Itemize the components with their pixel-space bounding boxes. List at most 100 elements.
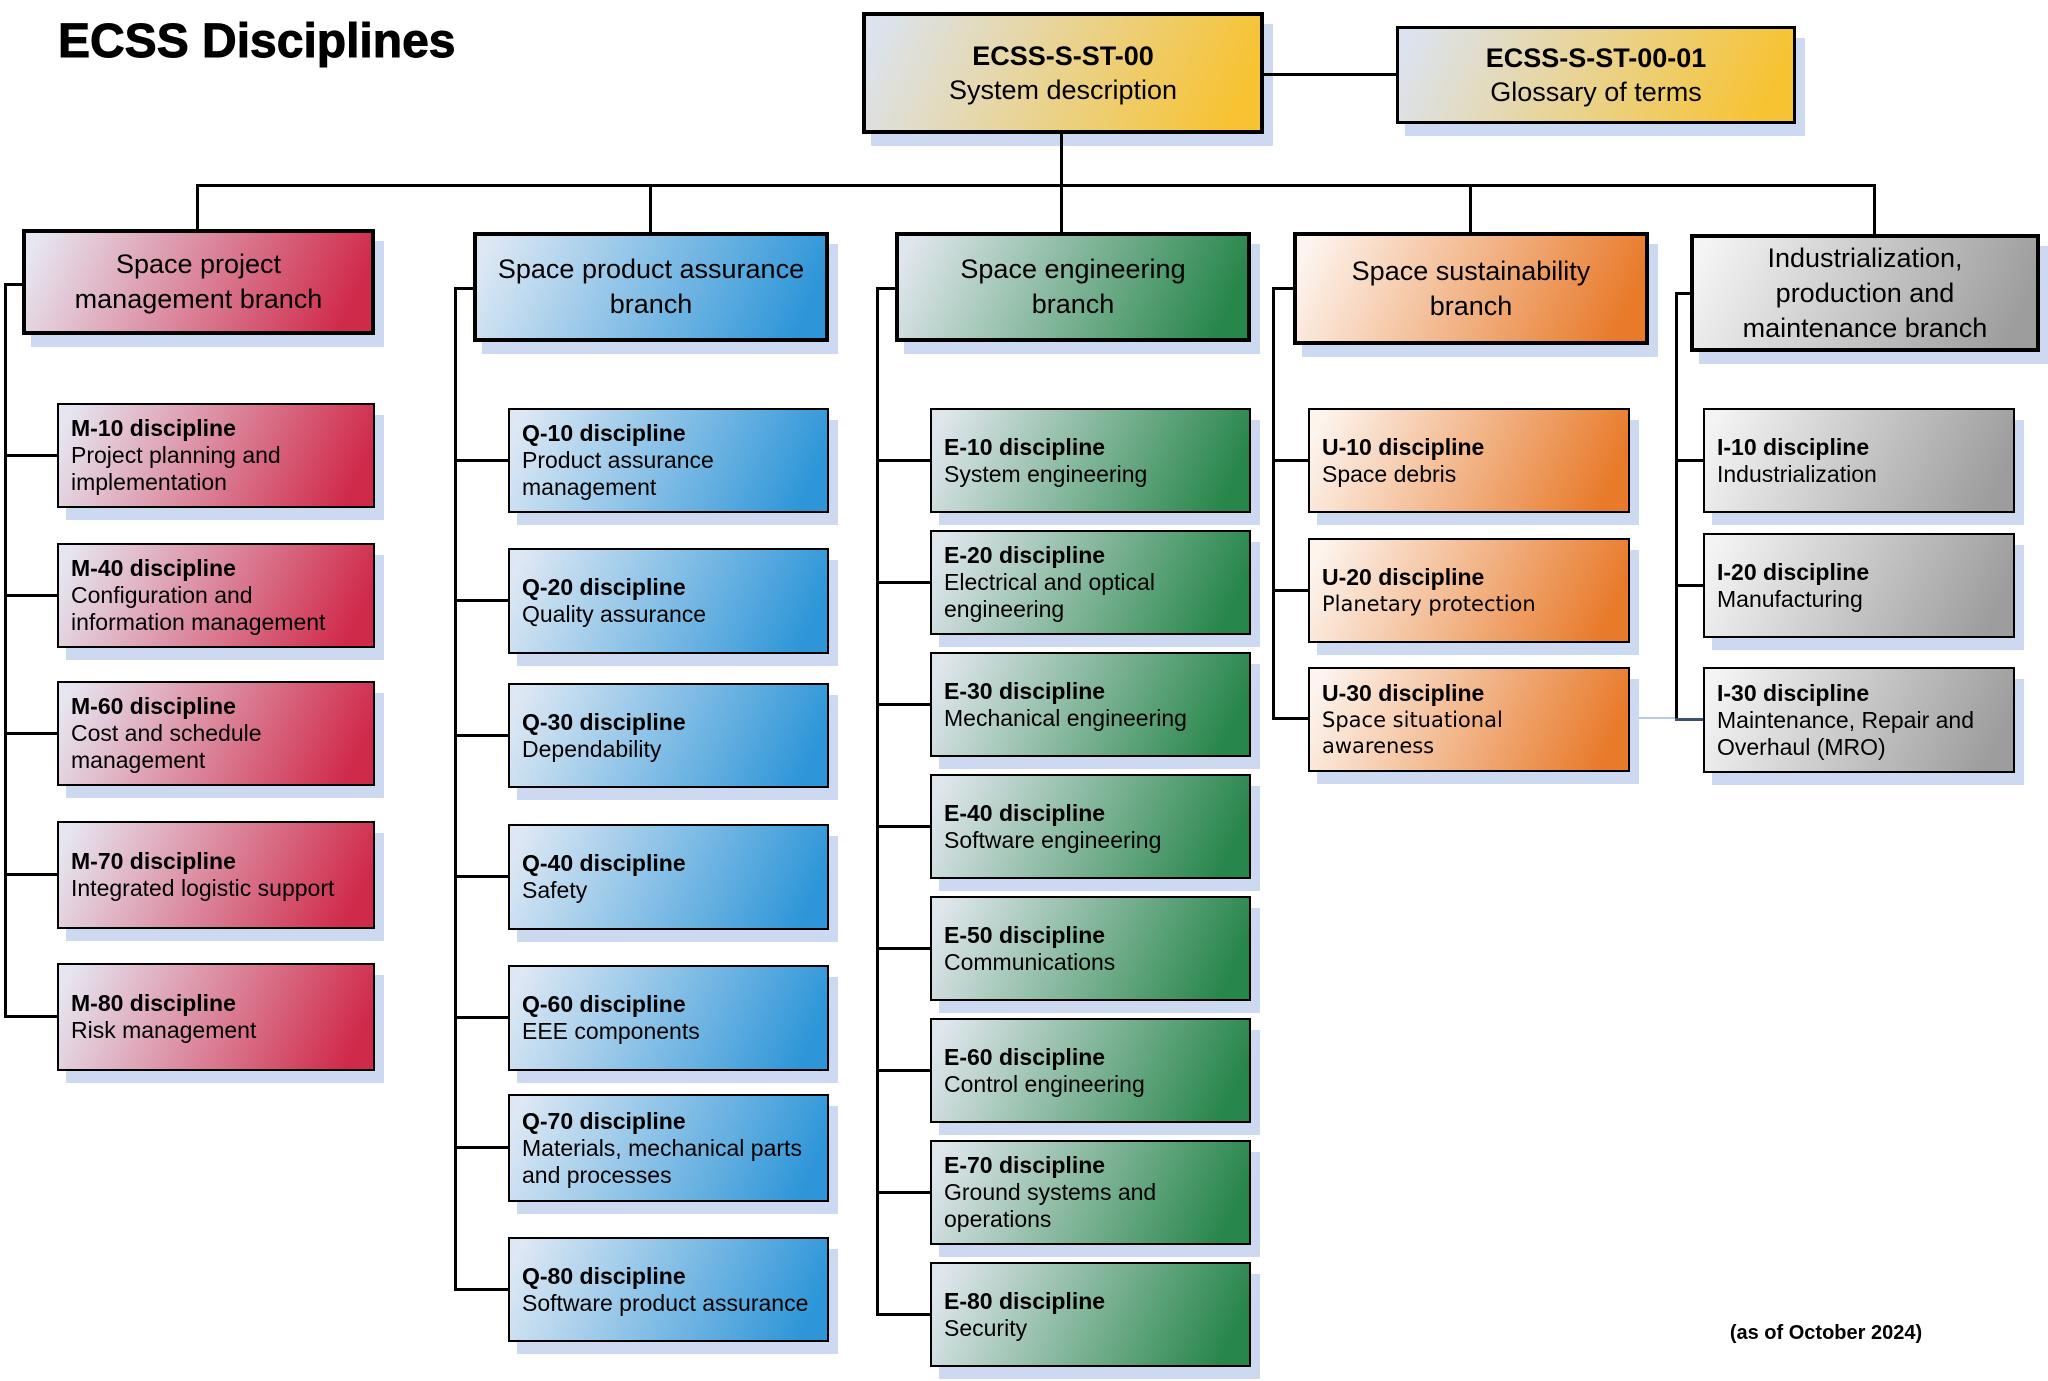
branch-header-space-product-assurance: Space product assurance branch	[473, 232, 829, 342]
connector-spine-red	[4, 283, 7, 1017]
connector-stub	[876, 703, 930, 706]
discipline-code: M-70 discipline	[71, 848, 236, 874]
discipline-i-20: I-20 discipline Manufacturing	[1703, 533, 2015, 638]
discipline-u-20: U-20 discipline Planetary protection	[1308, 538, 1630, 643]
discipline-i-30: I-30 discipline Maintenance, Repair and …	[1703, 667, 2015, 773]
discipline-code: M-80 discipline	[71, 990, 236, 1016]
connector-distribution	[196, 184, 1876, 187]
discipline-q-30: Q-30 discipline Dependability	[508, 683, 829, 788]
discipline-label: Industrialization	[1717, 460, 1877, 487]
discipline-label: Materials, mechanical parts and processe…	[522, 1134, 802, 1188]
discipline-e-30: E-30 discipline Mechanical engineering	[930, 652, 1251, 757]
discipline-code: U-30 discipline	[1322, 680, 1485, 706]
connector-stub	[876, 1069, 930, 1072]
discipline-e-50: E-50 discipline Communications	[930, 896, 1251, 1001]
connector-stub	[876, 1313, 930, 1316]
discipline-label: Security	[944, 1314, 1028, 1341]
connector-stub	[454, 287, 473, 290]
discipline-label: Manufacturing	[1717, 585, 1863, 612]
discipline-code: U-20 discipline	[1322, 564, 1485, 590]
branch-header-industrialization: Industrialization, production and mainte…	[1690, 234, 2040, 352]
discipline-label: Planetary protection	[1322, 592, 1536, 616]
discipline-label: Software engineering	[944, 826, 1162, 853]
connector-stub	[454, 734, 508, 737]
discipline-e-60: E-60 discipline Control engineering	[930, 1018, 1251, 1123]
discipline-q-80: Q-80 discipline Software product assuran…	[508, 1237, 829, 1342]
discipline-q-70: Q-70 discipline Materials, mechanical pa…	[508, 1094, 829, 1202]
discipline-label: Product assurance management	[522, 447, 714, 500]
discipline-code: Q-30 discipline	[522, 708, 686, 735]
discipline-label: Ground systems and operations	[944, 1179, 1157, 1232]
page-title: ECSS Disciplines	[57, 15, 456, 69]
discipline-i-10: I-10 discipline Industrialization	[1703, 408, 2015, 513]
connector-stub	[876, 825, 930, 828]
connector-drop-gray	[1873, 184, 1876, 235]
discipline-code: M-10 discipline	[71, 415, 236, 441]
discipline-code: Q-10 discipline	[522, 420, 686, 446]
discipline-label: Communications	[944, 948, 1116, 975]
connector-stub	[4, 454, 57, 457]
connector-stub	[4, 1015, 57, 1018]
discipline-code: E-10 discipline	[944, 433, 1106, 460]
discipline-code: Q-40 discipline	[522, 850, 686, 876]
connector-drop-blue	[649, 184, 652, 234]
branch-header-label: Space engineering branch	[960, 254, 1186, 319]
discipline-code: M-40 discipline	[71, 555, 236, 581]
discipline-label: Cost and schedule management	[71, 720, 262, 773]
discipline-label: Quality assurance	[522, 601, 707, 627]
glossary-box-code: ECSS-S-ST-00-01	[1485, 43, 1707, 73]
connector-stub	[4, 873, 57, 876]
footnote-date: (as of October 2024)	[1729, 1322, 1923, 1344]
discipline-label: Configuration and information management	[71, 582, 326, 635]
discipline-label: Integrated logistic support	[71, 875, 335, 901]
connector-artifact-line	[1630, 717, 1678, 719]
connector-root-glossary	[1264, 73, 1396, 76]
branch-header-label: Space product assurance branch	[497, 254, 805, 319]
discipline-e-70: E-70 discipline Ground systems and opera…	[930, 1140, 1251, 1245]
discipline-code: E-60 discipline	[944, 1043, 1106, 1070]
connector-stub	[1675, 459, 1703, 462]
connector-drop-orange	[1469, 184, 1472, 234]
discipline-code: Q-80 discipline	[522, 1262, 686, 1289]
discipline-u-30: U-30 discipline Space situational awaren…	[1308, 667, 1630, 772]
discipline-e-20: E-20 discipline Electrical and optical e…	[930, 530, 1251, 635]
discipline-label: Project planning and implementation	[71, 442, 281, 495]
discipline-label: Electrical and optical engineering	[944, 569, 1155, 622]
connector-stub	[454, 875, 508, 878]
connector-stub	[876, 947, 930, 950]
discipline-q-60: Q-60 discipline EEE components	[508, 965, 829, 1071]
discipline-code: U-10 discipline	[1322, 433, 1485, 460]
branch-header-label: Space project management branch	[74, 249, 323, 314]
connector-stub	[454, 599, 508, 602]
branch-header-space-sustainability: Space sustainability branch	[1293, 232, 1649, 345]
connector-stub	[876, 459, 930, 462]
connector-spine-gray	[1675, 292, 1678, 721]
discipline-m-70: M-70 discipline Integrated logistic supp…	[57, 821, 375, 929]
discipline-e-40: E-40 discipline Software engineering	[930, 774, 1251, 879]
glossary-box: ECSS-S-ST-00-01 Glossary of terms	[1396, 26, 1796, 124]
connector-spine-blue	[454, 287, 457, 1290]
root-box-label: System description	[948, 75, 1178, 105]
discipline-code: E-40 discipline	[944, 799, 1106, 826]
discipline-q-40: Q-40 discipline Safety	[508, 824, 829, 930]
discipline-m-60: M-60 discipline Cost and schedule manage…	[57, 681, 375, 786]
root-box-code: ECSS-S-ST-00	[972, 41, 1154, 71]
connector-stub	[876, 287, 895, 290]
glossary-box-label: Glossary of terms	[1490, 77, 1702, 107]
discipline-code: M-60 discipline	[71, 693, 236, 719]
discipline-q-10: Q-10 discipline Product assurance manage…	[508, 408, 829, 513]
discipline-e-10: E-10 discipline System engineering	[930, 408, 1251, 513]
connector-stub	[4, 594, 57, 597]
discipline-label: Safety	[522, 877, 588, 903]
connector-stub	[454, 1146, 508, 1149]
connector-stub	[1675, 718, 1703, 721]
discipline-code: I-10 discipline	[1717, 433, 1870, 460]
connector-stub	[1675, 292, 1690, 295]
connector-stub	[454, 1016, 508, 1019]
discipline-q-20: Q-20 discipline Quality assurance	[508, 548, 829, 654]
discipline-code: E-70 discipline	[944, 1152, 1106, 1178]
branch-header-space-engineering: Space engineering branch	[895, 232, 1251, 342]
discipline-m-80: M-80 discipline Risk management	[57, 963, 375, 1071]
discipline-label: Risk management	[71, 1017, 257, 1043]
